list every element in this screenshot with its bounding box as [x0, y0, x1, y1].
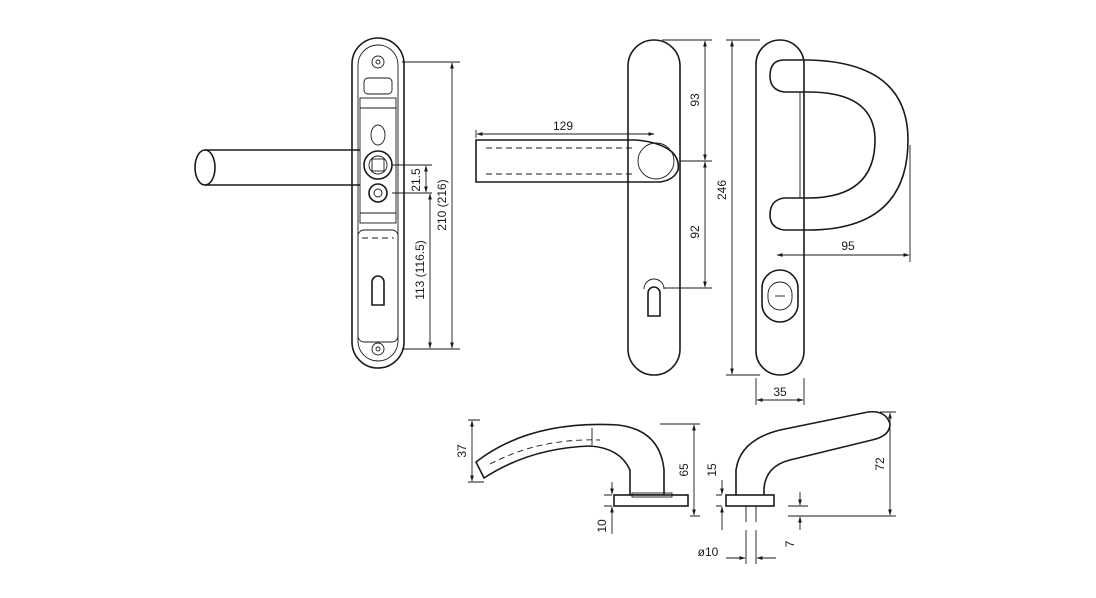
- pull-escutcheon: [761, 269, 799, 323]
- lever-rod: [205, 149, 360, 186]
- view4-dimensions: 37 65 10: [455, 419, 700, 534]
- outer-lever: [475, 139, 680, 183]
- dim-7: 7: [783, 540, 797, 547]
- view-pull-side: [725, 410, 891, 522]
- view3-dimensions: 246 95 35: [715, 39, 911, 405]
- dim-21-5: 21.5: [409, 168, 423, 192]
- pull-profile: [735, 410, 891, 495]
- mechanism-frame: [359, 97, 397, 224]
- cylinder-cutout: [371, 275, 385, 306]
- dim-10: 10: [595, 519, 609, 533]
- dim-210: 210 (216): [435, 179, 449, 230]
- dim-35: 35: [773, 385, 787, 399]
- view-inner-plate: [194, 37, 405, 369]
- small-turn: [368, 183, 388, 203]
- inner-plate-outline: [351, 37, 405, 369]
- dim-246: 246: [715, 180, 729, 200]
- spindle-square: [363, 150, 393, 180]
- dim-dia10: ø10: [698, 545, 719, 559]
- view-lever-side: [474, 423, 689, 507]
- outer-plate-outline: [627, 39, 681, 376]
- view1-dimensions: 21.5 113 (116.5) 210 (216): [392, 61, 460, 350]
- view-outer-plate: [475, 39, 681, 376]
- outer-cylinder-hole: [647, 286, 661, 317]
- dim-129: 129: [553, 119, 573, 133]
- pull-bar: [769, 59, 909, 231]
- dim-72: 72: [873, 457, 887, 471]
- dim-65: 65: [677, 463, 691, 477]
- view-pull-handle: [755, 39, 909, 376]
- lever-rod-end: [194, 149, 216, 186]
- dim-113: 113 (116.5): [413, 240, 427, 300]
- lever-profile: [474, 423, 665, 496]
- view2-dimensions: 129 93 92: [475, 39, 712, 289]
- top-screw: [371, 55, 385, 69]
- pull-plate-outline: [755, 39, 805, 376]
- pull-rose: [725, 494, 775, 507]
- inner-plate-inner: [357, 44, 399, 362]
- bottom-screw: [371, 342, 385, 356]
- dim-93: 93: [688, 93, 702, 107]
- lever-rose: [613, 494, 689, 507]
- dim-37: 37: [455, 444, 469, 458]
- dim-15: 15: [705, 463, 719, 477]
- dim-92: 92: [688, 225, 702, 239]
- view5-dimensions: 15 72 ø10 7: [698, 411, 896, 564]
- dim-95: 95: [841, 239, 855, 253]
